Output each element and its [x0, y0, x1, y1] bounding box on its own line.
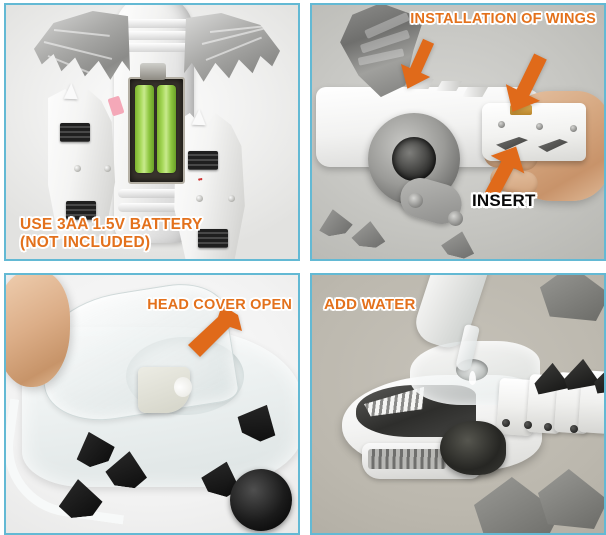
photo-battery-compartment: ••: [6, 5, 298, 259]
panel-wings: INSTALLATION OF WINGS INSERT: [310, 3, 606, 261]
caption-battery-line2: (NOT INCLUDED): [20, 233, 151, 251]
battery-cell: [157, 85, 176, 173]
caption-installation-of-wings: INSTALLATION OF WINGS: [410, 11, 596, 27]
thumb: [6, 275, 70, 387]
wing-part-in-hand: [482, 103, 586, 161]
panel-head-cover: HEAD COVER OPEN: [4, 273, 300, 535]
arrow-head-cover: [184, 303, 244, 359]
photo-wing-installation: [312, 5, 604, 259]
drive-wheel: [440, 421, 506, 475]
wing-right: [184, 13, 281, 82]
water-droplet: [469, 371, 476, 385]
arrow-hand-piece: [506, 51, 558, 117]
photo-head-cover-open: [6, 275, 298, 533]
photo-add-water: [312, 275, 604, 533]
arrow-wing-socket: [400, 37, 446, 93]
hip-core: [392, 137, 436, 181]
caption-battery-line1: USE 3AA 1.5V BATTERY: [20, 216, 203, 234]
caption-battery: USE 3AA 1.5V BATTERY (NOT INCLUDED): [20, 216, 203, 251]
connector-tab: [510, 105, 532, 115]
caption-add-water: ADD WATER: [324, 296, 416, 313]
caption-insert: INSERT: [472, 191, 536, 210]
battery-compartment: [128, 77, 185, 184]
wheel: [230, 469, 292, 531]
tank-plug: [138, 367, 192, 413]
arrow-insert-slot: [476, 141, 528, 205]
panel-add-water: ADD WATER: [310, 273, 606, 535]
panel-battery: •• USE 3AA 1.5V BATTERY (NOT INCLUDED): [4, 3, 300, 261]
caption-head-cover-open: HEAD COVER OPEN: [147, 297, 292, 313]
battery-cell: [135, 85, 154, 173]
battery-contact: [140, 63, 166, 80]
